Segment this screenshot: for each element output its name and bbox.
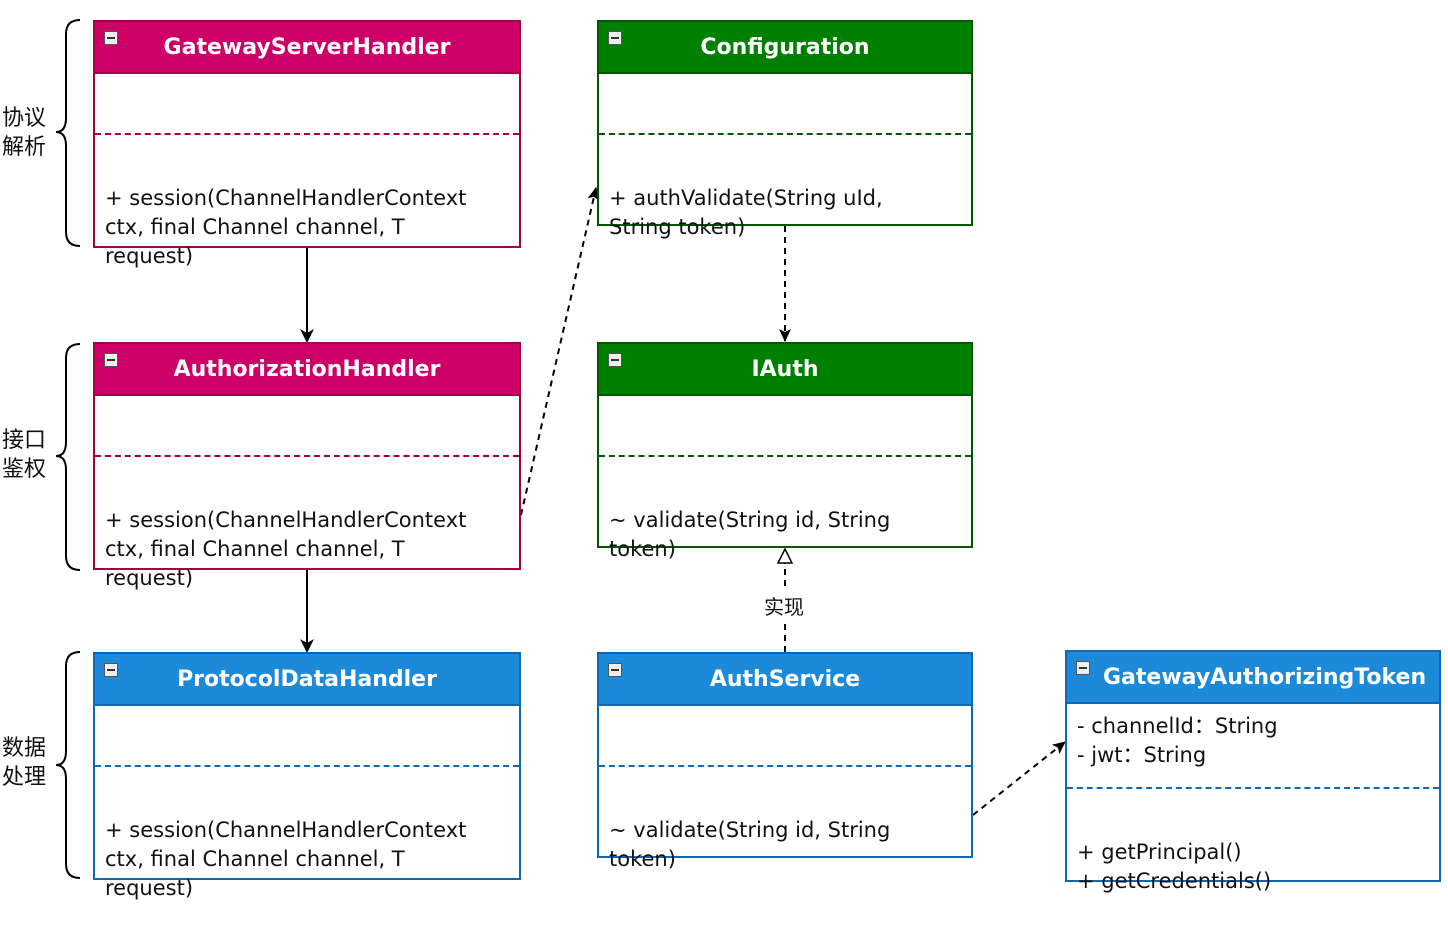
attributes-section bbox=[95, 74, 519, 133]
arrow-authservice-to-token bbox=[972, 741, 1066, 816]
class-header[interactable]: GatewayServerHandler bbox=[95, 22, 519, 74]
class-authorization-handler[interactable]: AuthorizationHandler + session(ChannelHa… bbox=[93, 342, 521, 590]
group-label-line: 接口 bbox=[2, 428, 47, 453]
attributes-section bbox=[95, 706, 519, 765]
collapse-icon[interactable] bbox=[104, 31, 118, 45]
attribute: - channelId：String bbox=[1077, 714, 1278, 738]
operations-section: + session(ChannelHandlerContext ctx, fin… bbox=[95, 135, 519, 300]
class-protocol-data-handler[interactable]: ProtocolDataHandler + session(ChannelHan… bbox=[93, 652, 521, 900]
class-auth-service[interactable]: AuthService ~ validate(String id, String… bbox=[597, 652, 973, 871]
class-name: AuthorizationHandler bbox=[173, 356, 441, 382]
brace-protocol-parsing bbox=[55, 19, 81, 247]
class-gateway-authorizing-token[interactable]: GatewayAuthorizingToken - channelId：Stri… bbox=[1065, 650, 1441, 893]
operation: + getPrincipal() + getCredentials() bbox=[1077, 840, 1272, 893]
attributes-section bbox=[599, 396, 971, 455]
operation: + session(ChannelHandlerContext ctx, fin… bbox=[105, 818, 467, 900]
section-divider bbox=[95, 133, 519, 135]
arrow-authorization-to-configuration bbox=[520, 187, 600, 516]
section-divider bbox=[599, 765, 971, 767]
class-name: GatewayServerHandler bbox=[163, 34, 451, 60]
brace-interface-auth bbox=[55, 343, 81, 571]
operations-section: + session(ChannelHandlerContext ctx, fin… bbox=[95, 767, 519, 932]
group-label-data-processing: 数据 处理 bbox=[2, 734, 46, 792]
section-divider bbox=[1067, 787, 1439, 789]
class-header[interactable]: AuthorizationHandler bbox=[95, 344, 519, 396]
collapse-icon[interactable] bbox=[1076, 661, 1090, 675]
operations-section: + getPrincipal() + getCredentials() bbox=[1067, 789, 1439, 925]
operations-section: ~ validate(String id, String token) bbox=[599, 457, 971, 593]
class-name: Configuration bbox=[700, 34, 870, 60]
collapse-icon[interactable] bbox=[608, 31, 622, 45]
group-label-interface-auth: 接口 鉴权 bbox=[2, 426, 46, 484]
class-header[interactable]: ProtocolDataHandler bbox=[95, 654, 519, 706]
operation: ~ validate(String id, String token) bbox=[609, 508, 891, 561]
operation: + authValidate(String uId, String token) bbox=[609, 186, 883, 239]
group-label-line: 解析 bbox=[2, 135, 47, 160]
collapse-icon[interactable] bbox=[608, 353, 622, 367]
realization-label: 实现 bbox=[762, 591, 806, 620]
group-label-protocol-parsing: 协议 解析 bbox=[2, 104, 46, 162]
group-label-line: 处理 bbox=[2, 765, 47, 790]
class-header[interactable]: AuthService bbox=[599, 654, 971, 706]
section-divider bbox=[599, 455, 971, 457]
section-divider bbox=[95, 765, 519, 767]
class-name: AuthService bbox=[709, 666, 861, 692]
class-configuration[interactable]: Configuration + authValidate(String uId,… bbox=[597, 20, 973, 239]
section-divider bbox=[95, 455, 519, 457]
attributes-section bbox=[599, 74, 971, 133]
operation: ~ validate(String id, String token) bbox=[609, 818, 891, 871]
attribute: - jwt：String bbox=[1077, 743, 1207, 767]
class-name: ProtocolDataHandler bbox=[177, 666, 437, 692]
attributes-section bbox=[95, 396, 519, 455]
operations-section: + authValidate(String uId, String token) bbox=[599, 135, 971, 271]
operations-section: + session(ChannelHandlerContext ctx, fin… bbox=[95, 457, 519, 622]
class-iauth[interactable]: IAuth ~ validate(String id, String token… bbox=[597, 342, 973, 561]
collapse-icon[interactable] bbox=[608, 663, 622, 677]
group-label-line: 协议 bbox=[2, 106, 47, 131]
class-header[interactable]: Configuration bbox=[599, 22, 971, 74]
attributes-section bbox=[599, 706, 971, 765]
attributes-section: - channelId：String - jwt：String bbox=[1067, 704, 1439, 787]
group-label-line: 鉴权 bbox=[2, 457, 47, 482]
group-label-line: 数据 bbox=[2, 736, 47, 761]
collapse-icon[interactable] bbox=[104, 663, 118, 677]
operation: + session(ChannelHandlerContext ctx, fin… bbox=[105, 508, 467, 590]
class-header[interactable]: GatewayAuthorizingToken bbox=[1067, 652, 1439, 704]
operation: + session(ChannelHandlerContext ctx, fin… bbox=[105, 186, 467, 268]
class-name: GatewayAuthorizingToken bbox=[1103, 664, 1427, 690]
class-gateway-server-handler[interactable]: GatewayServerHandler + session(ChannelHa… bbox=[93, 20, 521, 268]
connector-layer bbox=[55, 19, 1066, 879]
section-divider bbox=[599, 133, 971, 135]
class-header[interactable]: IAuth bbox=[599, 344, 971, 396]
operations-section: ~ validate(String id, String token) bbox=[599, 767, 971, 903]
class-name: IAuth bbox=[751, 356, 819, 382]
collapse-icon[interactable] bbox=[104, 353, 118, 367]
brace-data-processing bbox=[55, 651, 81, 879]
